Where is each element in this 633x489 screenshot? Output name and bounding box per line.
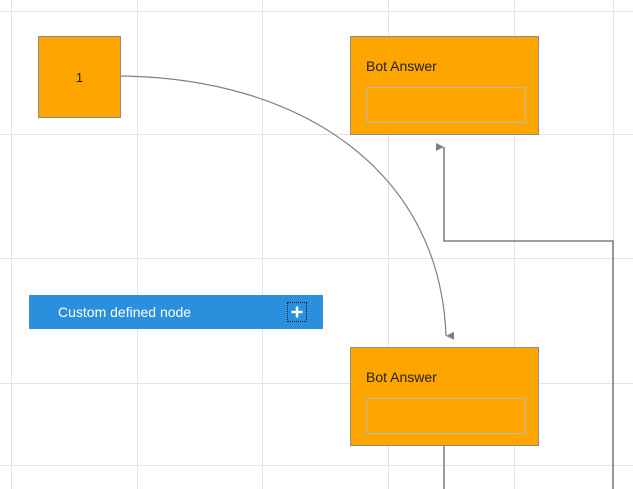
node-bot-answer-bottom[interactable]: Bot Answer bbox=[350, 347, 539, 446]
plus-icon[interactable] bbox=[287, 302, 307, 322]
node-1-square[interactable]: 1 bbox=[38, 36, 121, 118]
plus-glyph bbox=[291, 306, 303, 318]
node-title: Bot Answer bbox=[366, 369, 437, 385]
node-index-label: 1 bbox=[75, 69, 84, 85]
node-bot-answer-top[interactable]: Bot Answer bbox=[350, 36, 539, 135]
custom-defined-node-label: Custom defined node bbox=[58, 304, 192, 320]
node-answer-slot[interactable] bbox=[366, 398, 526, 434]
node-title: Bot Answer bbox=[366, 58, 437, 74]
node-answer-slot[interactable] bbox=[366, 87, 526, 123]
custom-defined-node-bar[interactable]: Custom defined node bbox=[29, 295, 323, 329]
